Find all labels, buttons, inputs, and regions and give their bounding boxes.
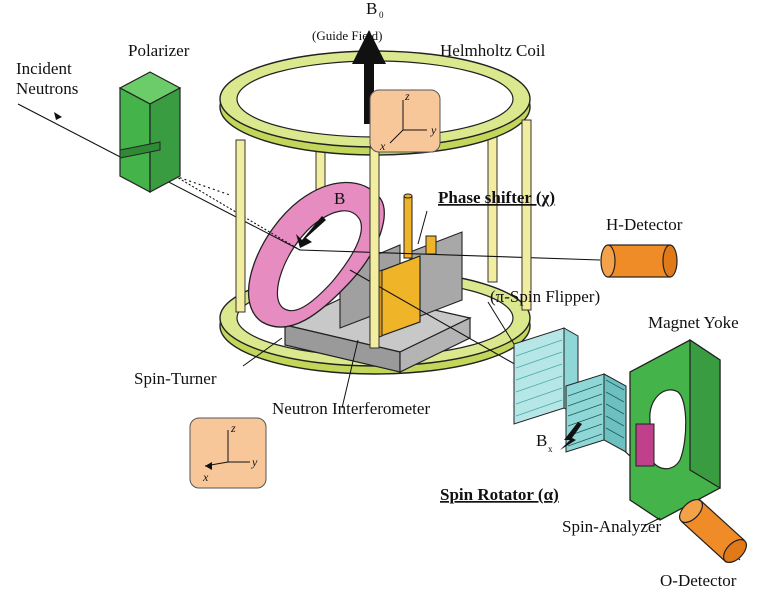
label-h-detector: H-Detector — [606, 215, 683, 234]
label-phase-shifter: Phase shifter (χ) — [438, 188, 555, 207]
axis-bottom-z: z — [230, 421, 236, 435]
label-pi-spin-flipper: (π-Spin Flipper) — [490, 287, 600, 306]
label-bx: B — [536, 431, 547, 450]
polarizer — [118, 71, 182, 193]
axis-box-bottom: z y x — [189, 417, 267, 489]
label-spin-turner: Spin-Turner — [134, 369, 217, 388]
label-o-detector: O-Detector — [660, 571, 737, 590]
label-b-field: B — [334, 189, 345, 208]
axis-top-z: z — [404, 89, 410, 103]
spin-rotator — [560, 373, 627, 453]
label-spin-rotator: Spin Rotator (α) — [440, 485, 559, 504]
axis-bottom-y: y — [251, 455, 258, 469]
axis-top-y: y — [430, 123, 437, 137]
label-spin-analyzer: Spin-Analyzer — [562, 517, 661, 536]
label-neutrons: Neutrons — [16, 79, 78, 98]
label-bx-sub: x — [548, 444, 553, 454]
label-magnet-yoke: Magnet Yoke — [648, 313, 739, 332]
label-guide-field: (Guide Field) — [312, 28, 382, 43]
leader-lines — [242, 210, 661, 527]
axis-top-x: x — [379, 139, 386, 153]
label-incident: Incident — [16, 59, 72, 78]
o-detector — [678, 498, 748, 564]
label-neutron-interferometer: Neutron Interferometer — [272, 399, 430, 418]
helmholtz-posts-front — [235, 119, 532, 349]
label-b0-sub: 0 — [379, 10, 384, 20]
label-polarizer: Polarizer — [128, 41, 190, 60]
axis-bottom-x: x — [202, 470, 209, 484]
magnet-yoke — [629, 338, 721, 521]
guide-field-arrow — [352, 30, 386, 124]
label-helmholtz-coil: Helmholtz Coil — [440, 41, 546, 60]
h-detector — [600, 244, 678, 278]
label-b0: B — [366, 0, 377, 18]
incident-beam-arrow — [54, 112, 62, 120]
axis-box-top: z y x — [369, 89, 441, 153]
spin-turner — [247, 181, 385, 328]
